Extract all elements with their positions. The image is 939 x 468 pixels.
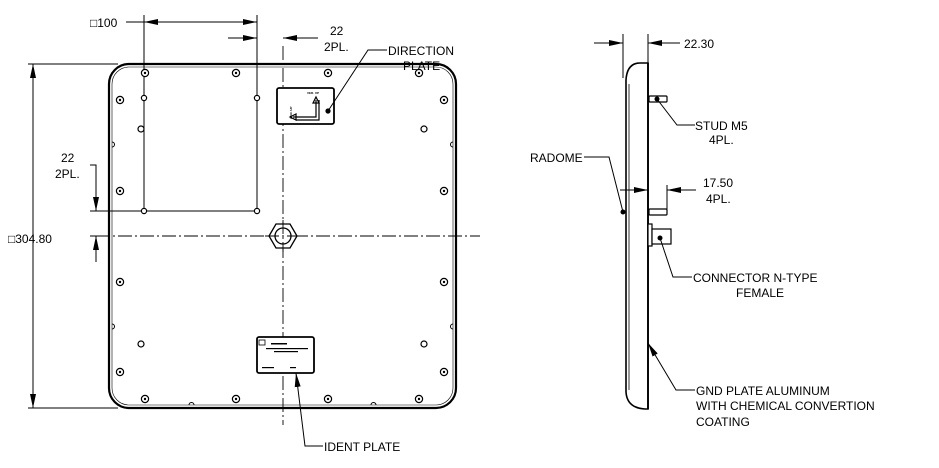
svg-text:VER. UP: VER. UP — [307, 91, 319, 95]
dim-offset-top-qty: 2PL. — [324, 40, 349, 54]
callout-gnd-plate-line3: COATING — [696, 415, 750, 429]
leader-gnd-plate — [647, 342, 695, 391]
screw-center — [118, 189, 122, 193]
leader-direction-plate — [327, 49, 387, 112]
mount-hole — [420, 340, 428, 348]
callout-connector-line2: FEMALE — [736, 286, 784, 300]
screw-center — [118, 370, 122, 374]
leader-stud — [656, 98, 695, 126]
callout-direction-plate-line1: DIRECTION — [388, 44, 454, 58]
mount-holes — [137, 94, 428, 348]
dim-offset-top-value: 22 — [330, 24, 344, 38]
screw-center — [118, 280, 122, 284]
callout-direction-plate-line2: PLATE — [403, 59, 440, 73]
callout-ident-plate: IDENT PLATE — [324, 440, 400, 454]
stud-bottom — [648, 208, 668, 216]
screw-center — [118, 98, 122, 102]
ident-plate — [256, 336, 315, 374]
perimeter-screws — [115, 68, 449, 404]
screw-center — [442, 189, 446, 193]
dim-thickness-label: 22.30 — [684, 37, 714, 51]
mount-hole — [137, 340, 145, 348]
mount-hole — [140, 207, 148, 215]
front-view: VER. UP HOR. UP □100 22 2PL. 22 2PL. — [8, 15, 480, 454]
callout-gnd-plate-line1: GND PLATE ALUMINUM — [696, 384, 830, 398]
leader-radome — [584, 156, 624, 213]
direction-plate: VER. UP HOR. UP — [276, 87, 335, 125]
dim-offset-left-value: 22 — [61, 151, 75, 165]
screw-center — [143, 71, 147, 75]
callout-gnd-plate-line2: WITH CHEMICAL CONVERTION — [696, 399, 875, 413]
screw-center — [442, 370, 446, 374]
leader-ident-plate — [294, 372, 323, 447]
radome-outline — [625, 62, 649, 410]
n-type-connector-hex-icon — [265, 220, 301, 252]
screw-center — [234, 397, 238, 401]
mount-hole — [253, 94, 261, 102]
dim-stud-length-value: 17.50 — [703, 176, 733, 190]
screw-center — [417, 397, 421, 401]
screw-center — [326, 71, 330, 75]
screw-center — [442, 280, 446, 284]
screw-center — [326, 397, 330, 401]
side-view: 22.30 17.50 4PL. STUD M5 4PL. CONNECTOR … — [530, 34, 875, 429]
mount-hole — [140, 94, 148, 102]
callout-connector-line1: CONNECTOR N-TYPE — [693, 271, 817, 285]
screw-center — [417, 71, 421, 75]
dim-arrow-offset-left-top — [90, 164, 99, 211]
dim-offset-left-qty: 2PL. — [55, 167, 80, 181]
mount-hole — [420, 125, 428, 133]
leader-connector — [659, 237, 692, 278]
dim-stud-length-qty: 4PL. — [706, 192, 731, 206]
screw-center — [143, 397, 147, 401]
mount-hole — [137, 125, 145, 133]
screw-center — [442, 98, 446, 102]
edge-notches — [111, 141, 454, 406]
screw-center — [234, 71, 238, 75]
dim-mount-square-label: □100 — [90, 16, 118, 30]
mount-hole — [253, 207, 261, 215]
svg-text:HOR. UP: HOR. UP — [289, 106, 293, 119]
callout-radome: RADOME — [530, 151, 583, 165]
callout-stud-line2: 4PL. — [709, 133, 734, 147]
dim-square-size-label: □304.80 — [8, 232, 52, 246]
callout-stud-line1: STUD M5 — [695, 119, 748, 133]
